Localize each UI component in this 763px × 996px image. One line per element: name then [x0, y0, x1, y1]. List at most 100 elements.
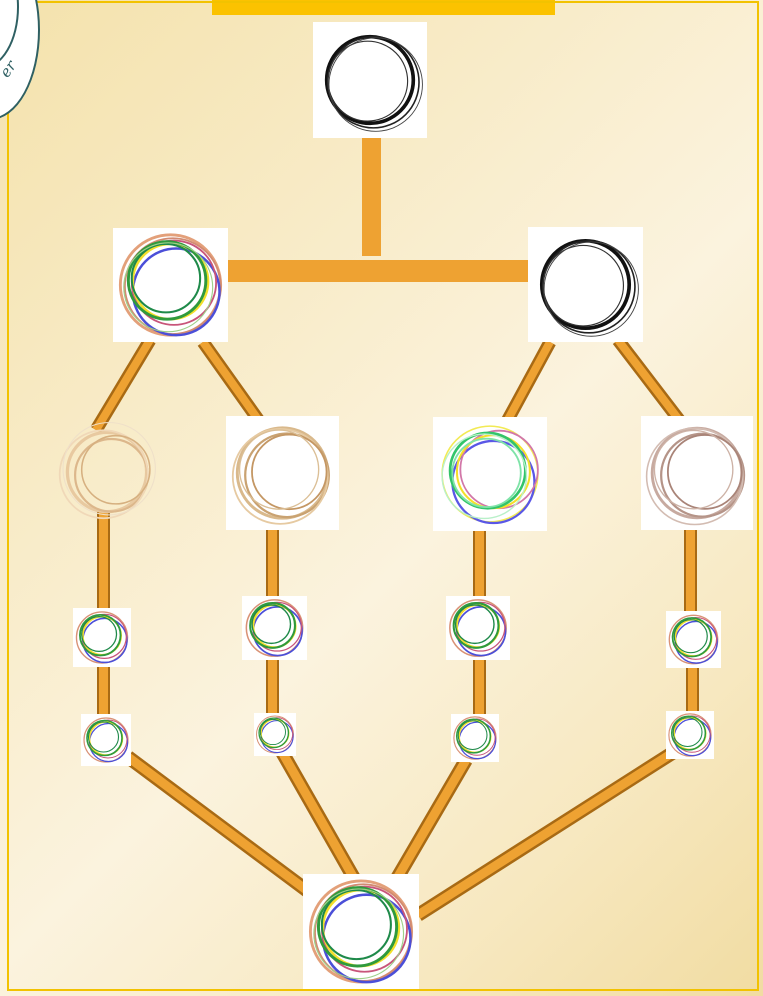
ring-6 — [130, 242, 202, 314]
node-left-parent[interactable] — [113, 228, 228, 342]
ring-5 — [673, 619, 708, 654]
connector-grandchild-3b-bottom — [389, 756, 473, 884]
circle-art — [324, 34, 423, 132]
ring-4 — [452, 602, 500, 649]
ring-1 — [244, 432, 330, 519]
ring-0 — [668, 713, 712, 757]
circle-art — [118, 233, 223, 337]
circle-art — [668, 614, 719, 665]
ring-4 — [79, 613, 122, 657]
connector-grandchild-1b-bottom — [123, 751, 318, 901]
ring-5 — [316, 886, 399, 968]
ring-5 — [457, 720, 488, 751]
ring-5 — [87, 721, 120, 753]
ring-6 — [441, 433, 528, 520]
ring-5 — [259, 718, 286, 746]
ring-0 — [453, 716, 497, 760]
ring-4 — [62, 421, 156, 516]
connector-root-stem — [362, 138, 381, 256]
connector-column-2 — [266, 530, 279, 718]
ring-6 — [320, 889, 392, 961]
ring-2 — [327, 40, 409, 122]
ring-1 — [74, 437, 149, 513]
node-child-3[interactable] — [433, 417, 547, 531]
circle-art — [231, 426, 330, 525]
ring-4 — [258, 717, 290, 749]
connector-grandchild-2b-bottom — [275, 748, 362, 884]
node-grandchild-4b[interactable] — [666, 711, 714, 759]
node-root[interactable] — [313, 22, 427, 138]
ring-7 — [123, 242, 214, 333]
node-child-2[interactable] — [226, 416, 339, 530]
ring-0 — [83, 717, 129, 763]
connector-column-4 — [684, 530, 699, 716]
ring-0 — [324, 34, 416, 126]
connector-left-parent-child-1 — [90, 336, 156, 434]
circle-art — [256, 715, 294, 754]
node-child-1[interactable] — [52, 416, 162, 528]
ring-4 — [448, 431, 527, 510]
connector-left-parent-child-2 — [197, 338, 268, 429]
ring-4 — [670, 715, 707, 751]
ring-3 — [328, 37, 423, 132]
ring-5 — [672, 717, 703, 748]
ring-4 — [249, 602, 297, 649]
ring-3 — [80, 434, 151, 505]
circle-art — [58, 421, 156, 520]
ring-0 — [256, 715, 294, 754]
ring-5 — [454, 604, 495, 645]
ring-3 — [455, 434, 531, 510]
node-bottom[interactable] — [303, 874, 419, 989]
connector-right-parent-child-4 — [612, 336, 689, 429]
ring-2 — [542, 244, 625, 327]
connector-right-parent-child-3 — [499, 338, 556, 429]
ring-0 — [668, 614, 719, 665]
ring-1 — [660, 432, 746, 518]
connector-column-3 — [473, 530, 486, 720]
ring-2 — [231, 428, 329, 525]
circle-art — [449, 599, 507, 657]
connector-column-1 — [97, 510, 110, 720]
ring-2 — [645, 427, 744, 526]
circle-art — [441, 425, 539, 525]
node-grandchild-1b[interactable] — [81, 714, 131, 766]
circle-art — [453, 716, 497, 760]
ring-0 — [75, 611, 129, 664]
circle-art — [75, 611, 129, 664]
connector-parents-bar — [228, 260, 530, 282]
ring-7 — [313, 888, 405, 980]
ring-5 — [81, 615, 118, 653]
node-right-parent[interactable] — [528, 227, 643, 342]
ring-0 — [449, 599, 507, 657]
ring-0 — [65, 430, 149, 514]
circle-art — [645, 426, 746, 526]
node-grandchild-2a[interactable] — [242, 596, 307, 660]
node-grandchild-3b[interactable] — [451, 714, 499, 762]
ring-4 — [653, 429, 734, 510]
ring-0 — [539, 238, 632, 331]
circle-art — [83, 717, 129, 763]
node-grandchild-4a[interactable] — [666, 611, 721, 668]
ring-3 — [666, 434, 743, 510]
ring-4 — [86, 719, 123, 757]
circle-art — [668, 713, 712, 757]
ring-4 — [671, 617, 712, 658]
ring-4 — [238, 429, 320, 510]
node-child-4[interactable] — [641, 416, 753, 530]
ring-3 — [543, 241, 639, 337]
circle-art — [539, 238, 639, 337]
ring-0 — [245, 599, 304, 657]
top-bar — [212, 0, 555, 15]
node-grandchild-2b[interactable] — [254, 713, 296, 756]
ring-5 — [251, 604, 292, 645]
node-grandchild-3a[interactable] — [446, 596, 510, 660]
ring-5 — [126, 240, 208, 321]
node-grandchild-1a[interactable] — [73, 608, 131, 667]
ring-4 — [455, 718, 492, 754]
circle-art — [308, 879, 414, 984]
connector-grandchild-4b-bottom — [414, 744, 681, 921]
ring-2 — [58, 429, 149, 520]
ring-3 — [251, 433, 328, 511]
